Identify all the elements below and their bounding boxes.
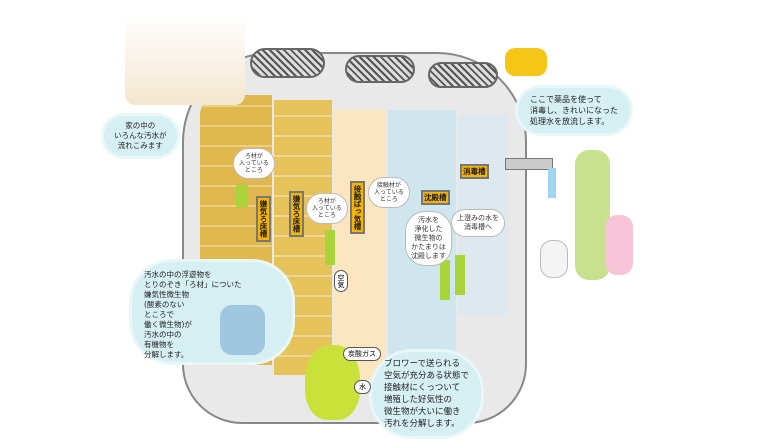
flow-arrow bbox=[440, 260, 450, 300]
girl-character bbox=[605, 215, 633, 275]
label-water: 水 bbox=[354, 380, 371, 394]
man-character bbox=[575, 150, 610, 280]
tank-label-disinfection: 消毒槽 bbox=[460, 164, 489, 179]
bubble-disinfect: ここで薬品を使って 消毒し、きれいになった 処理水を放流します。 bbox=[518, 88, 630, 133]
label-air: 空気 bbox=[334, 270, 348, 292]
note-settle: 汚水を 浄化した 微生物の かたまりは 沈殿します bbox=[405, 211, 452, 266]
tank-label-anaerobic-2: 嫌気ろ床槽 bbox=[289, 191, 304, 237]
bubble-inflow: 家の中の いろんな汚水が 流れこみます bbox=[104, 116, 177, 156]
dog-character bbox=[505, 48, 547, 76]
note-supernatant: 上澄みの水を 消毒槽へ bbox=[451, 209, 505, 237]
tank-label-anaerobic-1: 嫌気ろ床槽 bbox=[256, 196, 271, 242]
house-interior-illustration bbox=[125, 15, 245, 105]
bubble-aerobic: ブロワーで送られる 空気が充分ある状態で 接触材にくっついて 増殖した好気性の … bbox=[372, 352, 482, 436]
outlet-pipe bbox=[505, 158, 553, 170]
note-contact: 接触材が 入っている ところ bbox=[368, 177, 410, 208]
flow-arrow bbox=[455, 255, 465, 295]
manhole-cover-center bbox=[345, 55, 415, 83]
anaerobic-microbe-character bbox=[220, 305, 265, 355]
bubble-anaerobic: 汚水の中の浮遊物を とりのぞき「ろ材」についた 嫌気性微生物 (酸素のない とこ… bbox=[132, 262, 292, 362]
manhole-cover-left bbox=[250, 48, 325, 78]
note-media-2: ろ材が 入っている ところ bbox=[306, 193, 348, 224]
white-dog-character bbox=[540, 240, 568, 278]
tank-label-sedimentation: 沈殿槽 bbox=[421, 190, 450, 205]
tank-label-aeration: 接触ばっ気槽 bbox=[350, 181, 365, 234]
label-co2: 炭酸ガス bbox=[343, 347, 381, 361]
aeration-tank bbox=[334, 110, 386, 380]
manhole-cover-right bbox=[428, 62, 498, 88]
water-stream bbox=[548, 168, 556, 198]
flow-arrow bbox=[325, 230, 335, 265]
note-media-1: ろ材が 入っている ところ bbox=[233, 148, 275, 179]
flow-arrow bbox=[236, 185, 248, 207]
